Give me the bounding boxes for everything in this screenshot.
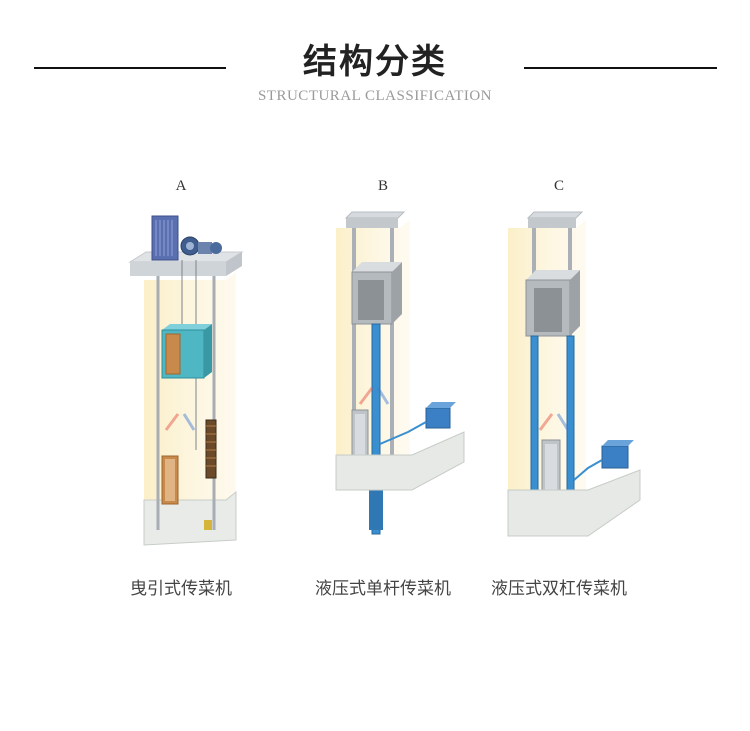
page-subtitle: STRUCTURAL CLASSIFICATION	[257, 88, 493, 104]
header-rule-right	[524, 67, 717, 69]
traction-dumbwaiter-icon	[128, 215, 244, 546]
hydraulic-single-rod-dumbwaiter-icon	[335, 211, 465, 535]
panel-caption: 液压式单杆传菜机	[315, 579, 451, 599]
panel-caption: 曳引式传菜机	[130, 579, 232, 599]
header-rule-left	[34, 67, 226, 69]
panel-hydraulic-double: C	[464, 178, 654, 608]
hydraulic-double-rod-dumbwaiter-icon	[507, 211, 641, 537]
panel-hydraulic-single: B	[288, 178, 478, 608]
panel-letter: A	[175, 178, 187, 194]
panel-letter: B	[377, 178, 388, 194]
page-title: 结构分类	[303, 42, 447, 82]
panel-letter: C	[553, 178, 564, 194]
panel-caption: 液压式双杠传菜机	[491, 579, 627, 599]
panel-traction: A	[86, 178, 276, 608]
